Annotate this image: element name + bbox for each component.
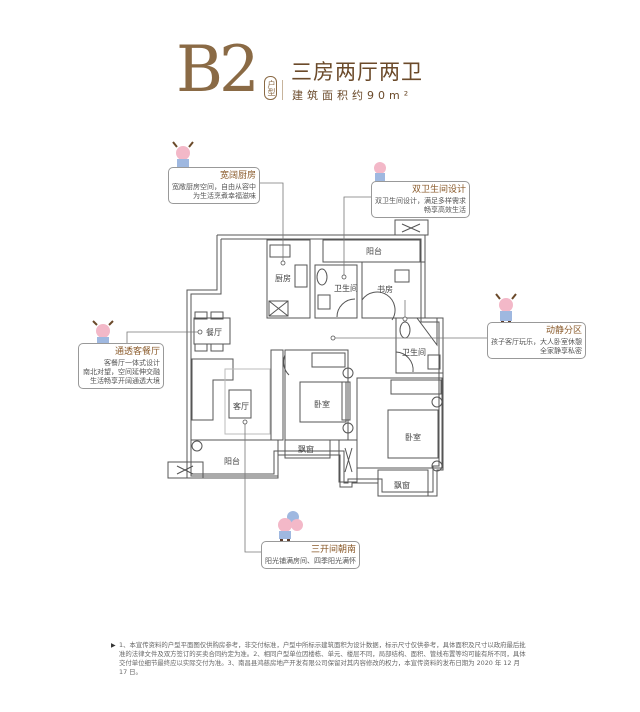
room-label-balcony-bottom: 阳台 (224, 456, 240, 466)
callout-kitchen: 宽阔厨房 宽敞厨房空间，自由从容中 为生活烹煮幸福滋味 (168, 167, 260, 204)
walls (167, 219, 444, 497)
callout-text: 孩子客厅玩乐，大人卧室休憩 (491, 338, 582, 346)
callout-text: 客餐厅一体式设计 (104, 359, 160, 367)
area-label: 建筑面积约90m² (292, 89, 413, 102)
room-label-living: 客厅 (233, 401, 249, 411)
callout-text: 南北对望，空间延伸交融 (83, 368, 160, 376)
room-label-bay-window-2: 飘窗 (394, 480, 410, 490)
room-label-dining: 餐厅 (206, 328, 222, 337)
callout-title: 双卫生间设计 (411, 185, 466, 195)
callout-bathroom: 双卫生间设计 双卫生间设计，满足多样需求 畅享高效生活 (371, 181, 470, 218)
unit-tag: 户型 (264, 76, 277, 100)
callout-text: 畅享高效生活 (424, 206, 466, 214)
room-label-bedroom-2: 卧室 (405, 432, 421, 442)
room-label-bay-window-1: 飘窗 (298, 444, 314, 454)
room-label-study: 书房 (377, 284, 393, 294)
callout-title: 宽阔厨房 (219, 171, 256, 181)
callout-text: 阳光铺满房间、四季阳光满怀 (265, 557, 356, 565)
callout-text: 为生活烹煮幸福滋味 (193, 192, 256, 200)
room-label-bedroom-1: 卧室 (314, 399, 330, 409)
room-label-balcony-top: 阳台 (366, 246, 382, 256)
footnote-arrow-icon: ▶ (111, 642, 116, 649)
callout-title: 动静分区 (545, 326, 582, 336)
mascot-icon (278, 511, 303, 544)
callout-title: 三开间朝南 (310, 545, 356, 555)
callout-text: 全家静享私密 (540, 347, 582, 355)
unit-code: B2 (176, 33, 260, 107)
callout-title: 通透客餐厅 (114, 347, 160, 357)
room-label-kitchen: 厨房 (275, 273, 291, 283)
callout-connectors (126, 182, 487, 553)
callout-text: 生活畅享开阔通透大境 (90, 377, 160, 385)
callout-sunlight: 三开间朝南 阳光铺满房间、四季阳光满怀 (261, 541, 360, 569)
room-dots (197, 260, 408, 425)
footnote: 1、本宣传资料的户型平面图仅供购房参考，非交付标准，户型中所标示建筑面积为设计数… (119, 641, 526, 676)
title-divider (282, 80, 283, 100)
callout-text: 双卫生间设计，满足多样需求 (375, 197, 466, 205)
callout-zoning: 动静分区 孩子客厅玩乐，大人卧室休憩 全家静享私密 (487, 322, 586, 359)
callout-dining: 通透客餐厅 客餐厅一体式设计 南北对望，空间延伸交融 生活畅享开阔通透大境 (78, 343, 164, 389)
room-label-bathroom-1: 卫生间 (334, 283, 358, 293)
callout-text: 宽敞厨房空间，自由从容中 (172, 183, 256, 191)
room-label-bathroom-2: 卫生间 (402, 347, 426, 357)
layout-title: 三房两厅两卫 (291, 60, 423, 84)
